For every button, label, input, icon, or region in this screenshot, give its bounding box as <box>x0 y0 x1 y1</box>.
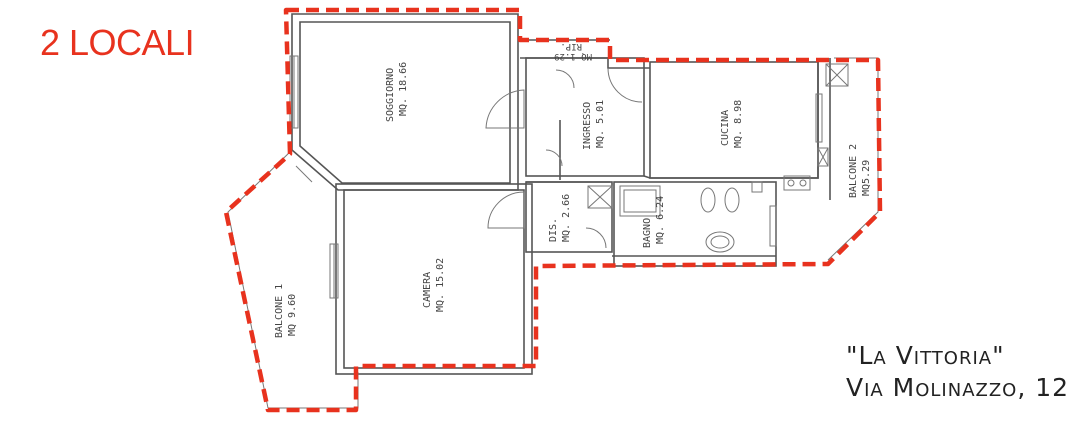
storage-name: RIP. <box>560 41 582 51</box>
plan-title: 2 LOCALI <box>40 22 195 63</box>
wall-bagno <box>613 181 777 267</box>
room-dis-name: DIS. <box>548 218 559 242</box>
room-bagno-area: MQ. 6.24 <box>655 196 666 244</box>
room-ingresso-name: INGRESSO <box>582 102 593 150</box>
room-bagno-name: BAGNO <box>642 218 653 248</box>
bidet <box>700 187 716 213</box>
room-balcone1-area: MQ 9.60 <box>287 294 298 336</box>
room-dis-area: MQ. 2.66 <box>561 194 572 242</box>
street-address: Via Molinazzo, 12 <box>846 373 1070 402</box>
doors <box>485 67 643 249</box>
room-cucina-area: MQ. 8.98 <box>733 100 744 148</box>
room-camera-name: CAMERA <box>422 272 433 308</box>
room-balcone2-name: BALCONE 2 <box>848 144 859 198</box>
washbasin <box>705 231 735 253</box>
windows <box>289 55 823 299</box>
shower <box>587 185 613 209</box>
room-ingresso-area: MQ. 5.01 <box>595 100 606 148</box>
address-caption: "La Vittoria" Via Molinazzo, 12 <box>846 340 1069 404</box>
room-balcone2-area: MQ5.29 <box>861 160 872 196</box>
wall-camera <box>343 189 525 369</box>
toilet <box>724 187 740 213</box>
room-soggiorno-name: SOGGIORNO <box>385 68 396 122</box>
fixtures <box>587 147 829 253</box>
room-camera-area: MQ. 15.02 <box>435 258 446 312</box>
building-name: "La Vittoria" <box>846 341 1005 370</box>
room-balcone1-name: BALCONE 1 <box>274 284 285 338</box>
stove <box>783 175 811 191</box>
room-soggiorno-area: MQ. 18.66 <box>398 62 409 116</box>
apartment-perimeter <box>223 7 883 413</box>
storage-area: MQ 1.29 <box>554 51 592 61</box>
room-cucina-name: CUCINA <box>720 110 731 146</box>
